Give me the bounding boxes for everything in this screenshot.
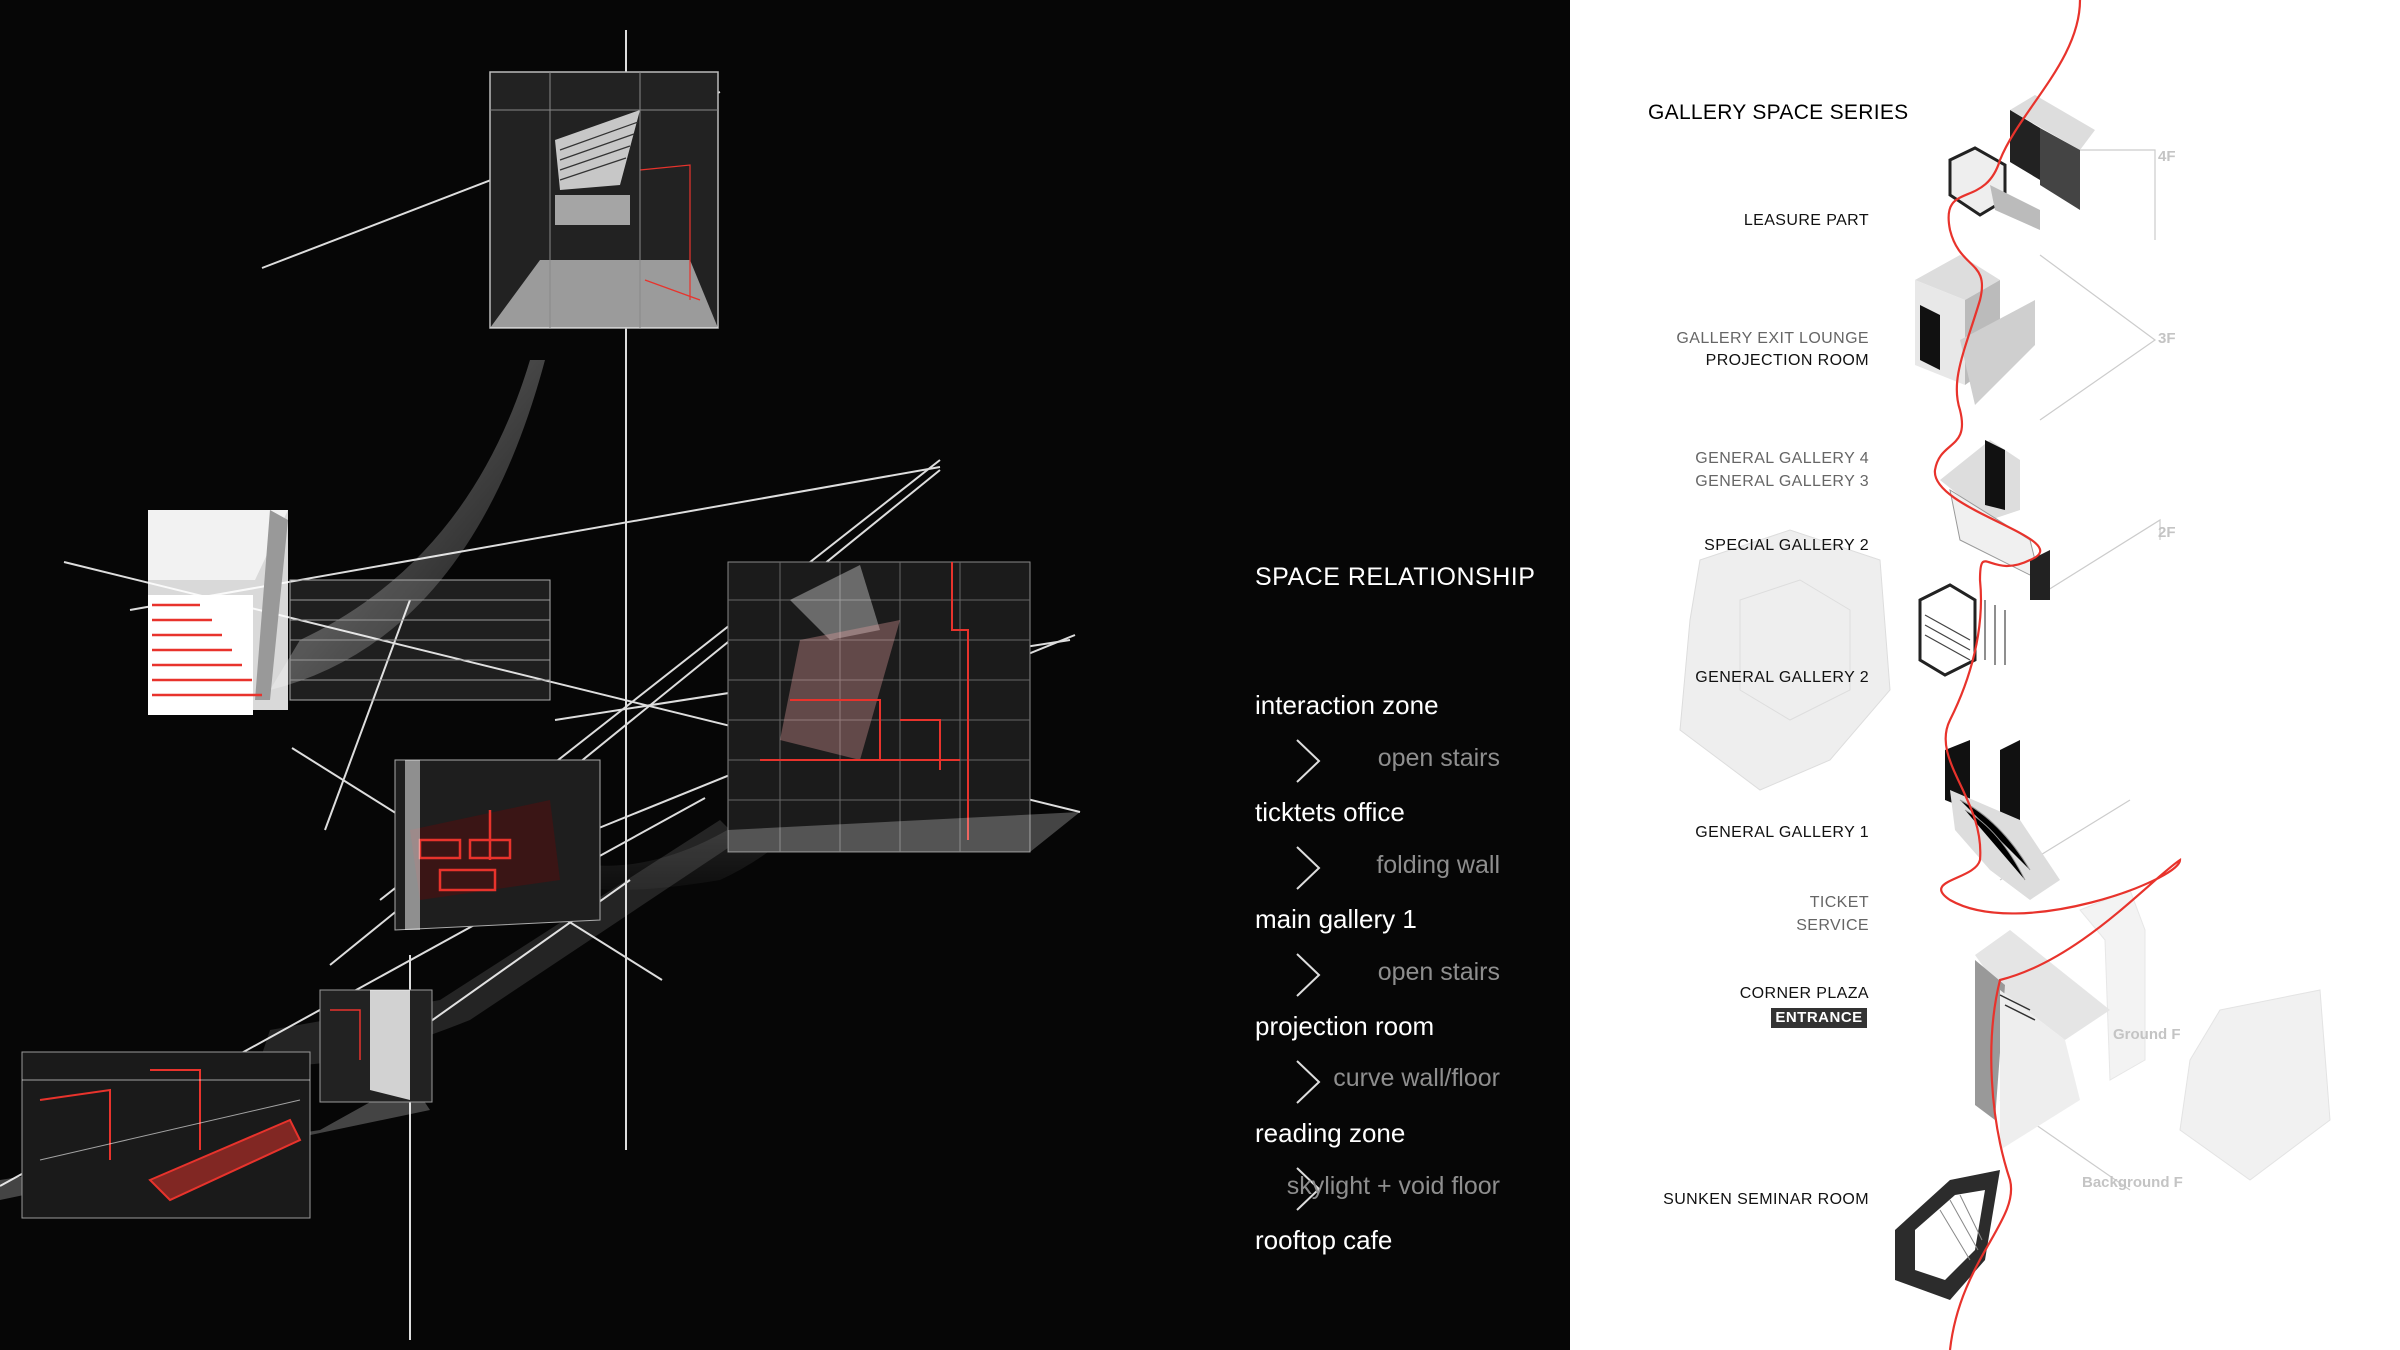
gallery-series-title: GALLERY SPACE SERIES [1648, 101, 1909, 124]
ticket-office-view [319, 989, 433, 1103]
label-corner-plaza: CORNER PLAZA [1739, 985, 1869, 1002]
zone-label: main gallery 1 [1255, 904, 1417, 934]
floor-4f: 4F [2158, 148, 2176, 165]
label-general-gallery-1: GENERAL GALLERY 1 [1695, 824, 1869, 841]
ribbon-sheet [270, 360, 545, 690]
chevron-right-icon [1296, 1167, 1321, 1211]
label-general-gallery-4: GENERAL GALLERY 4 [1695, 450, 1869, 467]
floor-background: Background F [2082, 1174, 2183, 1191]
label-service: SERVICE [1796, 917, 1869, 934]
zone-label: reading zone [1255, 1118, 1406, 1148]
floor-ground: Ground F [2113, 1026, 2181, 1043]
zone-label: projection room [1255, 1011, 1435, 1041]
interaction-zone-view [21, 1051, 311, 1219]
lower-sheet [260, 820, 740, 1065]
rooftop-view [489, 71, 719, 329]
entrance-badge: ENTRANCE [1771, 1008, 1867, 1028]
label-leasure-part: LEASURE PART [1743, 212, 1869, 229]
connection-label: folding wall [1376, 851, 1500, 879]
floor-2f: 2F [2158, 524, 2176, 541]
chevron-right-icon [1296, 846, 1321, 890]
chevron-right-icon [1296, 1060, 1321, 1104]
label-gallery-exit-lounge: GALLERY EXIT LOUNGE [1676, 330, 1869, 347]
zone-label: rooftop cafe [1255, 1225, 1393, 1255]
connection-label: open stairs [1377, 744, 1500, 772]
floor-3f: 3F [2158, 330, 2176, 347]
zone-label: interaction zone [1255, 690, 1439, 720]
label-general-gallery-3: GENERAL GALLERY 3 [1695, 473, 1869, 490]
reading-zone-view [148, 510, 551, 715]
perspective-collage [0, 30, 1081, 1340]
zone-label: ticktets office [1255, 797, 1405, 827]
label-special-gallery-2: SPECIAL GALLERY 2 [1704, 537, 1869, 554]
connection-label: skylight + void floor [1286, 1172, 1500, 1200]
connection-label: open stairs [1377, 958, 1500, 986]
space-relationship-title: SPACE RELATIONSHIP [1255, 563, 1536, 591]
connection-label: curve wall/floor [1333, 1064, 1500, 1092]
projection-room-view [727, 561, 1080, 853]
label-sunken-seminar-room: SUNKEN SEMINAR ROOM [1663, 1191, 1869, 1208]
label-general-gallery-2: GENERAL GALLERY 2 [1695, 669, 1869, 686]
label-projection-room: PROJECTION ROOM [1705, 352, 1869, 369]
label-ticket: TICKET [1809, 894, 1869, 911]
chevron-right-icon [1296, 739, 1321, 783]
main-gallery-view [394, 759, 601, 931]
chevron-right-icon [1296, 953, 1321, 997]
